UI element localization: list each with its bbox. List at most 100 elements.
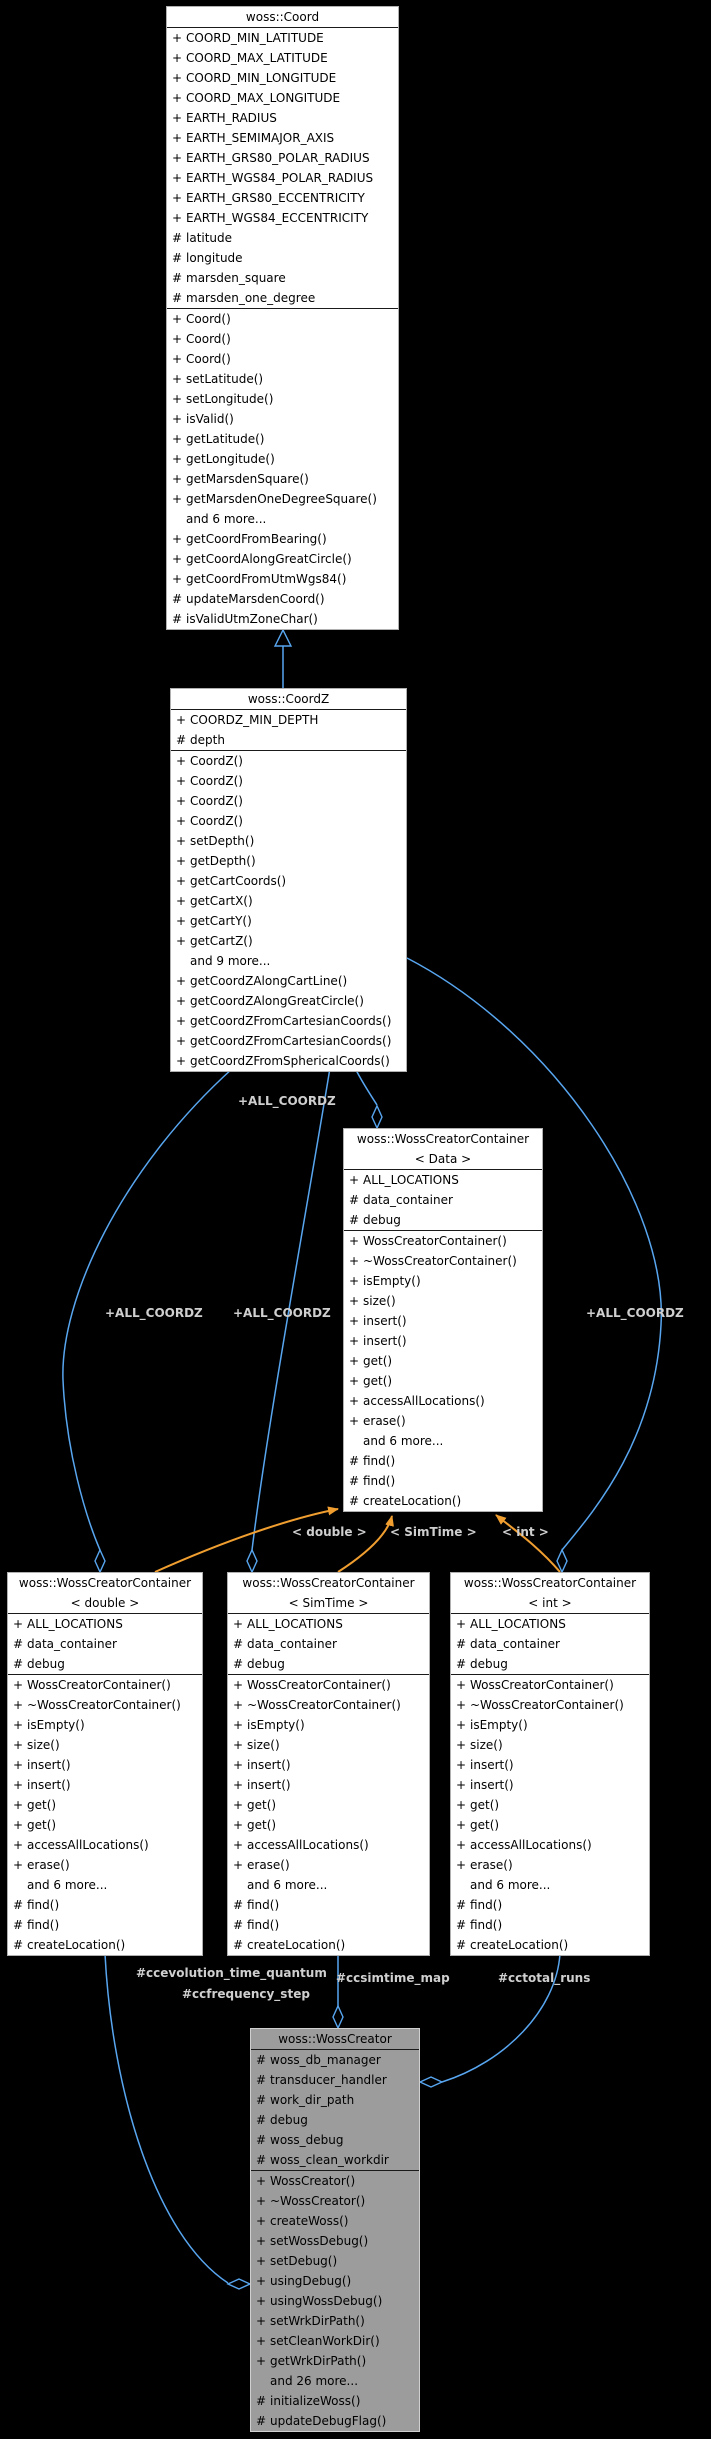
visibility-prefix: # <box>13 1918 24 1932</box>
uml-method-text: get() <box>470 1818 500 1832</box>
uml-method: +Coord() <box>167 329 398 349</box>
visibility-prefix: + <box>456 1617 467 1631</box>
uml-method: and 6 more... <box>8 1875 202 1895</box>
class-title: woss::WossCreator <box>278 2032 392 2046</box>
uml-method-text: and 6 more... <box>363 1434 444 1448</box>
uml-method-text: find() <box>247 1898 280 1912</box>
class-title: woss::CoordZ <box>247 692 330 706</box>
uml-method-text: get() <box>363 1374 393 1388</box>
uml-attribute: #marsden_one_degree <box>167 288 398 308</box>
uml-method-text: and 26 more... <box>270 2374 359 2388</box>
visibility-prefix: # <box>172 291 183 305</box>
visibility-prefix: + <box>256 2214 267 2228</box>
class-box-wosscreatorcontainer-data[interactable]: woss::WossCreatorContainer< Data >+ALL_L… <box>343 1128 543 1512</box>
uml-method-text: find() <box>363 1454 396 1468</box>
uml-method-text: and 6 more... <box>470 1878 551 1892</box>
visibility-prefix: # <box>349 1494 360 1508</box>
edge-label-ccsimtime-map: #ccsimtime_map <box>336 1971 450 1985</box>
uml-method-text: ~WossCreatorContainer() <box>247 1698 401 1712</box>
uml-attribute: +ALL_LOCATIONS <box>228 1614 429 1634</box>
aggregation-edge-coordz-to-container-simtime <box>246 1067 331 1574</box>
class-box-woss-coord[interactable]: woss::Coord+COORD_MIN_LATITUDE+COORD_MAX… <box>166 6 399 630</box>
visibility-prefix: + <box>176 754 187 768</box>
uml-method-text: accessAllLocations() <box>363 1394 485 1408</box>
uml-method-text: accessAllLocations() <box>27 1838 149 1852</box>
uml-method-text: WossCreatorContainer() <box>27 1678 171 1692</box>
uml-method-text: setDebug() <box>270 2254 338 2268</box>
uml-method: +get() <box>344 1371 542 1391</box>
class-box-wosscreatorcontainer-double[interactable]: woss::WossCreatorContainer< double >+ALL… <box>7 1572 203 1956</box>
visibility-prefix: + <box>349 1254 360 1268</box>
uml-method: #updateDebugFlag() <box>251 2411 419 2431</box>
uml-method-text: and 9 more... <box>190 954 271 968</box>
class-title: woss::WossCreatorContainer< SimTime > <box>242 1576 415 1610</box>
uml-method: +accessAllLocations() <box>228 1835 429 1855</box>
uml-method-text: and 6 more... <box>186 512 267 526</box>
uml-attribute: +COORD_MAX_LONGITUDE <box>167 88 398 108</box>
visibility-prefix: # <box>456 1898 467 1912</box>
uml-method-text: size() <box>363 1294 396 1308</box>
uml-method: +size() <box>228 1735 429 1755</box>
uml-method-text: setLongitude() <box>186 392 274 406</box>
uml-method-text: Coord() <box>186 332 231 346</box>
visibility-prefix: + <box>172 352 183 366</box>
uml-method-text: getLatitude() <box>186 432 265 446</box>
visibility-prefix: # <box>172 592 183 606</box>
visibility-prefix: + <box>233 1738 244 1752</box>
uml-method: +~WossCreatorContainer() <box>8 1695 202 1715</box>
uml-method: +createWoss() <box>251 2211 419 2231</box>
uml-attribute-text: woss_clean_workdir <box>270 2153 389 2167</box>
visibility-prefix: # <box>349 1213 360 1227</box>
uml-method: +get() <box>8 1795 202 1815</box>
uml-attribute-text: ALL_LOCATIONS <box>470 1617 566 1631</box>
visibility-prefix: # <box>233 1898 244 1912</box>
template-edge-simtime-to-data <box>337 1515 394 1573</box>
uml-method-text: getDepth() <box>190 854 256 868</box>
uml-method: +usingWossDebug() <box>251 2291 419 2311</box>
uml-method-text: get() <box>363 1354 393 1368</box>
uml-method: #find() <box>228 1895 429 1915</box>
uml-attribute: #debug <box>251 2110 419 2130</box>
class-title: woss::WossCreatorContainer< double > <box>18 1576 192 1610</box>
uml-method-text: insert() <box>470 1758 514 1772</box>
attributes-section: +ALL_LOCATIONS#data_container#debug <box>228 1613 429 1674</box>
edge-label-all-coordz-double: +ALL_COORDZ <box>105 1306 203 1320</box>
uml-method-text: getCoordZFromCartesianCoords() <box>190 1034 392 1048</box>
uml-method-text: getCoordFromUtmWgs84() <box>186 572 347 586</box>
class-box-wosscreatorcontainer-int[interactable]: woss::WossCreatorContainer< int >+ALL_LO… <box>450 1572 650 1956</box>
uml-attribute-text: COORDZ_MIN_DEPTH <box>190 713 319 727</box>
uml-method-text: erase() <box>363 1414 406 1428</box>
uml-method: +Coord() <box>167 349 398 369</box>
uml-attribute: #work_dir_path <box>251 2090 419 2110</box>
uml-method: +size() <box>8 1735 202 1755</box>
uml-method: #isValidUtmZoneChar() <box>167 609 398 629</box>
uml-method: #createLocation() <box>228 1935 429 1955</box>
visibility-prefix: + <box>256 2354 267 2368</box>
uml-attribute: #longitude <box>167 248 398 268</box>
uml-attribute: +EARTH_WGS84_POLAR_RADIUS <box>167 168 398 188</box>
uml-method-text: createWoss() <box>270 2214 349 2228</box>
class-box-woss-coordz[interactable]: woss::CoordZ+COORDZ_MIN_DEPTH#depth+Coor… <box>170 688 407 1072</box>
uml-method: +getCoordFromBearing() <box>167 529 398 549</box>
visibility-prefix: + <box>176 1014 187 1028</box>
uml-method-text: getCoordZFromSphericalCoords() <box>190 1054 390 1068</box>
uml-attribute: #marsden_square <box>167 268 398 288</box>
uml-method: +erase() <box>228 1855 429 1875</box>
visibility-prefix: # <box>172 231 183 245</box>
uml-method: +CoordZ() <box>171 751 406 771</box>
uml-method: +setLongitude() <box>167 389 398 409</box>
uml-method: +WossCreatorContainer() <box>451 1675 649 1695</box>
class-box-woss-wosscreator[interactable]: woss::WossCreator#woss_db_manager#transd… <box>250 2028 420 2432</box>
class-box-wosscreatorcontainer-simtime[interactable]: woss::WossCreatorContainer< SimTime >+AL… <box>227 1572 430 1956</box>
uml-attribute: #data_container <box>451 1634 649 1654</box>
visibility-prefix: + <box>176 854 187 868</box>
edge-label-template-simtime: < SimTime > <box>390 1525 477 1539</box>
uml-attribute-text: data_container <box>470 1637 560 1651</box>
uml-attribute: +COORD_MIN_LONGITUDE <box>167 68 398 88</box>
edge-label-cctotal-runs: #cctotal_runs <box>498 1971 591 1985</box>
uml-method: +getCoordZFromSphericalCoords() <box>171 1051 406 1071</box>
uml-method-text: setDepth() <box>190 834 255 848</box>
uml-method: +erase() <box>8 1855 202 1875</box>
uml-method-text: initializeWoss() <box>270 2394 361 2408</box>
attributes-section: +COORD_MIN_LATITUDE+COORD_MAX_LATITUDE+C… <box>167 27 398 308</box>
